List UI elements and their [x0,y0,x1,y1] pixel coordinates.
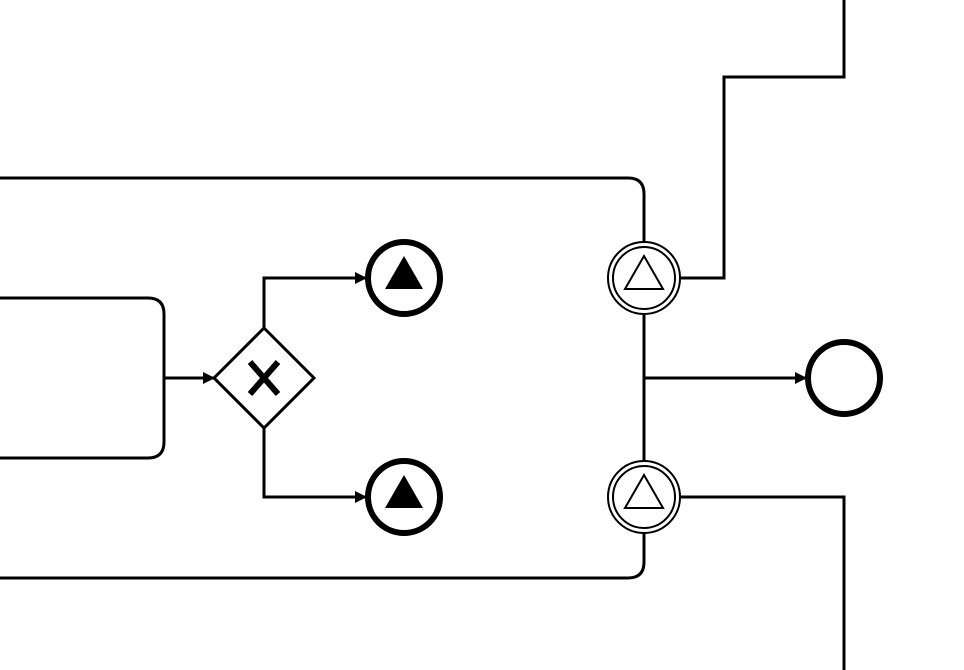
expanded-subprocess-shape[interactable] [0,176,646,580]
filled-signal-triangle-icon [385,475,423,508]
filled-signal-triangle-icon [385,256,423,289]
signal-triangle-icon [623,253,665,290]
gateway-x-marker-icon [247,360,281,396]
sequence-flow-gateway-to-lower-end[interactable] [262,428,367,503]
sequence-flow-upper-boundary-to-top[interactable] [680,0,846,280]
signal-end-event-lower[interactable] [365,458,443,536]
signal-triangle-icon [623,472,665,509]
signal-end-event-upper[interactable] [365,239,443,317]
sequence-flow-gateway-to-upper-end[interactable] [262,272,367,328]
signal-boundary-event-upper[interactable] [607,241,681,315]
sequence-flow-lower-boundary-to-bottom[interactable] [680,495,846,670]
signal-boundary-event-lower[interactable] [607,460,681,534]
task-shape[interactable] [0,296,166,460]
end-event[interactable] [805,339,883,417]
